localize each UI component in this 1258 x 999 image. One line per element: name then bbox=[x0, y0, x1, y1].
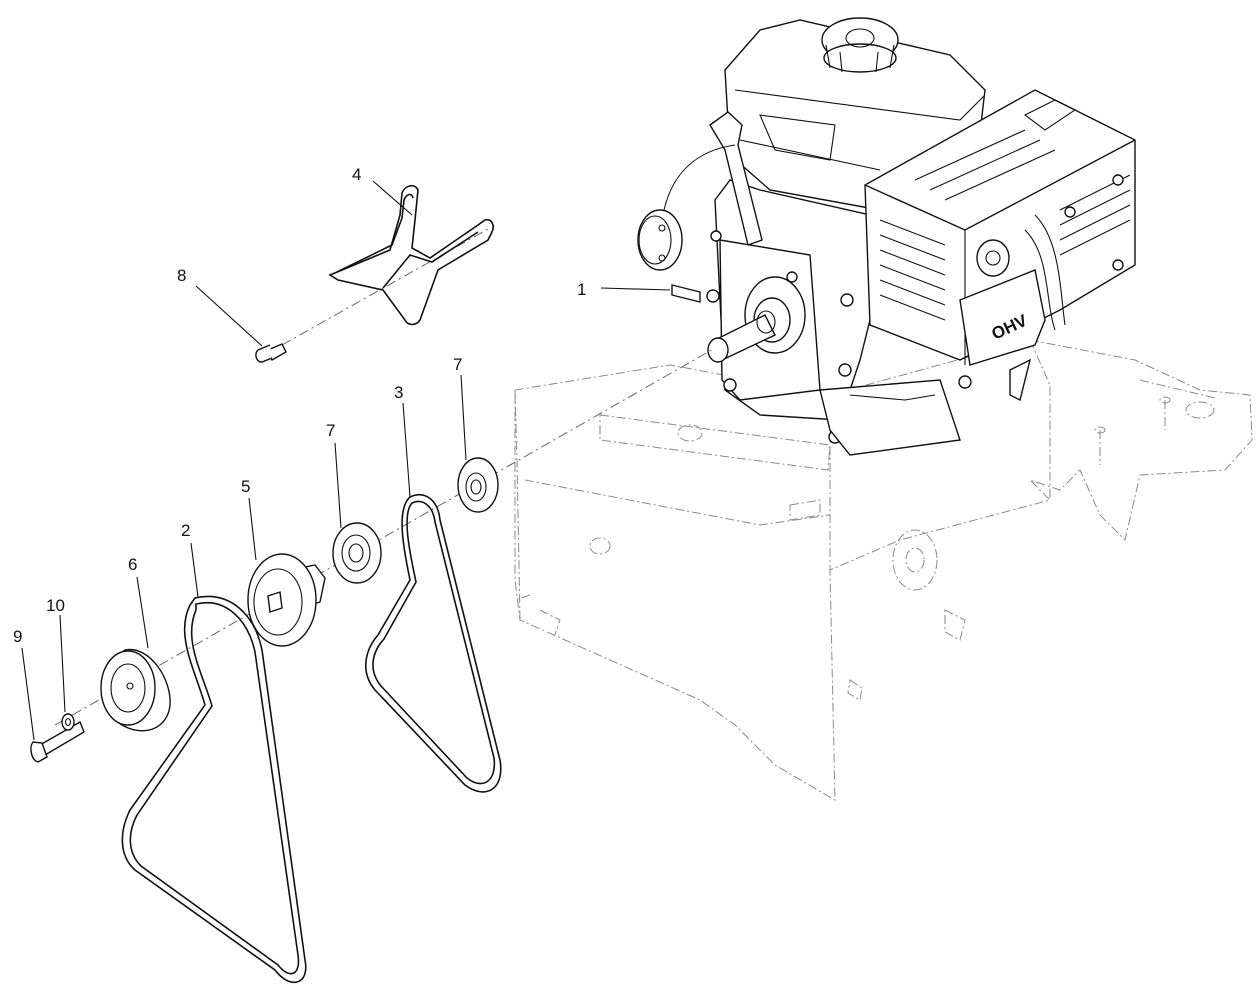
leader-lines bbox=[21, 180, 671, 741]
bolt-8 bbox=[255, 343, 287, 363]
pulley-5 bbox=[247, 553, 326, 647]
callout-labels: 1 2 3 4 5 6 7 7 8 9 10 bbox=[13, 165, 586, 646]
callout-5: 5 bbox=[241, 477, 250, 496]
callout-2: 2 bbox=[181, 521, 190, 540]
pulley-6 bbox=[100, 648, 171, 732]
engine-assembly: OHV bbox=[637, 17, 1136, 456]
callout-8: 8 bbox=[177, 266, 186, 285]
callout-10: 10 bbox=[46, 596, 65, 615]
callout-1: 1 bbox=[577, 280, 586, 299]
axis-centerline bbox=[54, 347, 716, 726]
callout-7a: 7 bbox=[326, 421, 335, 440]
belt-guard bbox=[328, 184, 494, 326]
callout-3: 3 bbox=[394, 383, 403, 402]
flange-7b bbox=[457, 457, 499, 513]
guard-centerline bbox=[281, 227, 491, 346]
callout-4: 4 bbox=[352, 165, 361, 184]
callout-7b: 7 bbox=[453, 355, 462, 374]
flange-7a bbox=[332, 522, 382, 584]
washer-10 bbox=[61, 713, 75, 731]
callout-9: 9 bbox=[13, 627, 22, 646]
bolt-9 bbox=[30, 720, 85, 763]
belt-3 bbox=[365, 494, 502, 793]
callout-6: 6 bbox=[128, 555, 137, 574]
belt-2 bbox=[121, 595, 307, 984]
